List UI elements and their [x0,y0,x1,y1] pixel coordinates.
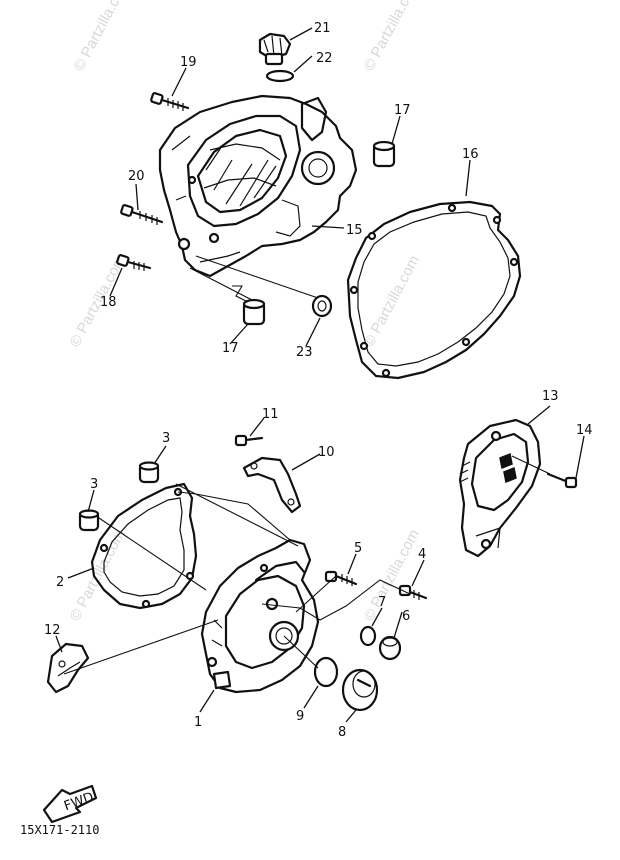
callout-22: 22 [316,51,333,66]
callout-3-lower: 3 [90,477,98,492]
dowel-pin-lower [242,298,266,326]
callout-4: 4 [418,547,426,562]
watermark-low-right: © Partzilla.com [361,527,423,624]
callout-12: 12 [44,623,61,638]
callout-21: 21 [314,21,331,36]
callout-2: 2 [56,575,64,590]
diagram-code: 15X171-2110 [20,823,99,837]
crankshaft-end-plug [341,668,379,712]
wire-clamp-plate [242,456,302,514]
watermark-top-right: © Partzilla.com [361,0,423,74]
watermark-mid-left: © Partzilla.com [67,253,129,350]
o-ring-9 [313,656,339,688]
callout-23: 23 [296,345,313,360]
timing-plug [378,635,402,661]
watermark-mid-right: © Partzilla.com [361,253,423,350]
callout-6: 6 [402,609,410,624]
assembly-line-14 [511,455,551,475]
callout-17-upper: 17 [394,103,411,118]
assembly-lines-upper [189,255,319,303]
callout-numbers: 21 22 19 17 16 20 15 18 17 23 3 11 10 13… [44,21,593,740]
callout-17-lower: 17 [222,341,239,356]
callout-1: 1 [194,715,202,730]
callout-20: 20 [128,169,145,184]
callout-18: 18 [100,295,117,310]
bolt-4 [398,584,428,600]
callout-13: 13 [542,389,559,404]
bolt-14 [546,472,578,489]
callout-14: 14 [576,423,593,438]
bolt-18 [116,254,152,271]
callout-11: 11 [262,407,279,422]
dowel-pin-upper [372,140,396,168]
oil-seal [311,294,333,318]
callout-15: 15 [346,223,363,238]
o-ring-22 [265,69,295,83]
watermark-top-left: © Partzilla.com [71,0,133,74]
callout-leaders [55,27,585,723]
dowel-pin-3-upper [138,461,160,484]
assembly-lines-lower [63,483,411,675]
o-ring-7 [359,625,377,647]
generator-cover [200,538,320,694]
callout-19: 19 [180,55,197,70]
callout-9: 9 [296,709,304,724]
bolt-19 [150,92,190,111]
callout-7: 7 [378,595,386,610]
bolt-20 [120,204,164,225]
cable-guide [46,642,90,694]
bolt-5 [324,570,358,586]
crankcase-cover [158,94,358,278]
drive-sprocket-cover [458,418,542,558]
bolt-11 [234,434,264,447]
callout-5: 5 [354,541,362,556]
callout-8: 8 [338,725,346,740]
oil-filler-cap [258,32,292,66]
forward-direction-arrow: FWD [42,784,98,824]
callout-10: 10 [318,445,335,460]
crankcase-cover-gasket [346,200,522,380]
callout-3-upper: 3 [162,431,170,446]
dowel-pin-3-lower [78,509,100,532]
callout-16: 16 [462,147,479,162]
